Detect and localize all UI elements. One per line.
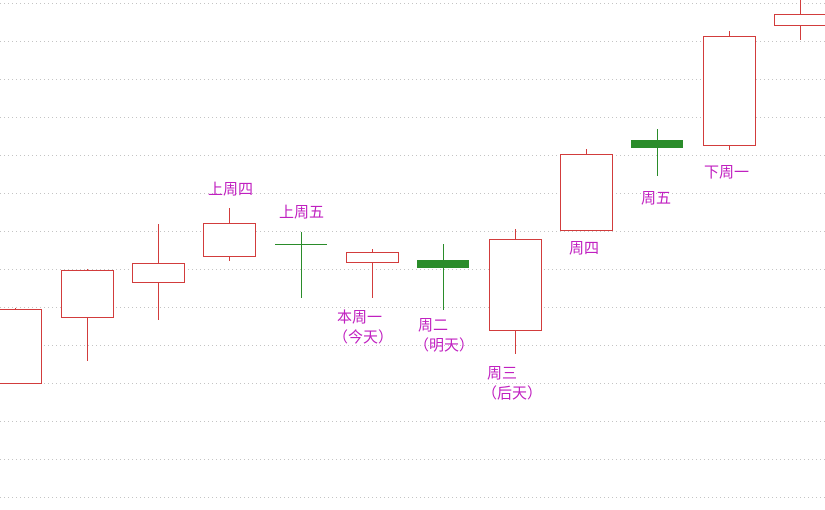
label-thursday: 周四 <box>569 239 600 257</box>
label-day-after-tomorrow: （后天） <box>482 384 543 402</box>
label-wednesday: 周三 <box>487 364 518 382</box>
candle <box>0 308 42 384</box>
candle <box>560 149 613 231</box>
candle-body <box>774 14 825 26</box>
candle-body <box>417 260 469 268</box>
candle <box>774 0 825 40</box>
candle-body <box>489 239 542 331</box>
candle-body <box>346 252 399 263</box>
candle-body <box>0 309 42 384</box>
candle <box>275 232 327 298</box>
label-this-monday: 本周一 <box>337 308 383 326</box>
candle <box>132 224 185 320</box>
candle <box>61 269 114 361</box>
candle <box>346 249 399 298</box>
label-next-monday: 下周一 <box>704 163 750 181</box>
label-today: （今天） <box>333 328 394 346</box>
candle <box>417 244 469 310</box>
label-friday: 周五 <box>641 189 672 207</box>
candle <box>489 229 542 354</box>
label-tuesday: 周二 <box>418 316 449 334</box>
candle-body <box>132 263 185 283</box>
candle <box>631 129 683 176</box>
candle <box>703 31 756 150</box>
label-tomorrow: （明天） <box>414 336 475 354</box>
candle <box>203 208 256 261</box>
candle-body <box>203 223 256 257</box>
grid-lines <box>0 3 825 498</box>
candles <box>0 0 825 384</box>
candle-body <box>703 36 756 146</box>
candle-body <box>560 154 613 231</box>
label-last-thursday: 上周四 <box>208 180 254 198</box>
candle-body <box>631 140 683 148</box>
candle-body <box>61 270 114 318</box>
label-last-friday: 上周五 <box>279 203 325 221</box>
